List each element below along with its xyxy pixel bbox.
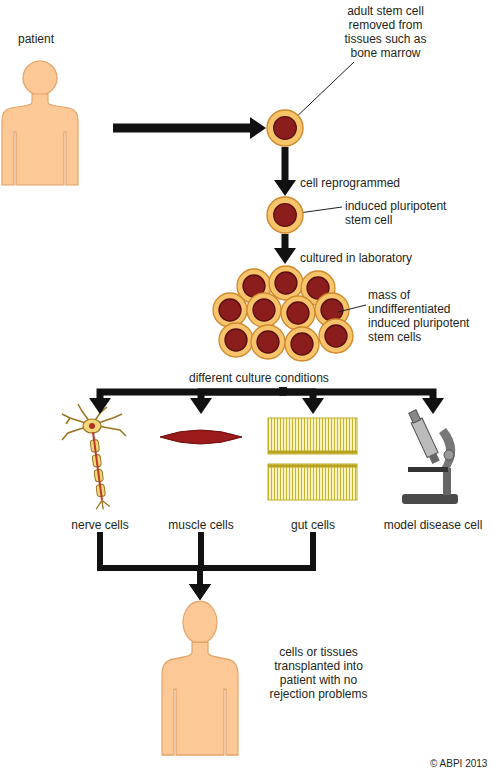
cell-membrane <box>247 293 281 327</box>
node-text: mass of undifferentiated induced pluripo… <box>368 288 490 344</box>
eyepiece <box>409 410 421 423</box>
cell-nucleus <box>219 299 241 321</box>
patient-illustration <box>162 601 238 755</box>
microscope-arm <box>439 428 455 472</box>
cell-nucleus <box>225 329 247 351</box>
flow-arrow <box>200 532 201 584</box>
dendrite <box>66 418 70 424</box>
cell <box>281 296 315 330</box>
microscope-pillar <box>443 468 451 495</box>
patient-illustration <box>2 61 78 185</box>
stem-cell: adult stem cell removed from tissues suc… <box>266 109 304 147</box>
tube-body <box>411 418 438 458</box>
muscle-cell-illustration <box>160 430 242 444</box>
flow-arrow <box>282 234 289 248</box>
nerve-cell-illustration <box>62 404 126 510</box>
edge-label: cell reprogrammed <box>300 176 400 190</box>
cell-nucleus <box>253 299 275 321</box>
microscope-base <box>402 494 458 504</box>
node-text: nerve cells <box>40 518 160 532</box>
cell-nucleus <box>274 204 297 227</box>
microscope-stage <box>408 467 448 472</box>
cell-nucleus <box>274 117 297 140</box>
nerve-cell-type: nerve cells <box>58 414 142 532</box>
node-text: muscle cells <box>141 518 261 532</box>
gut-border <box>268 465 357 468</box>
cell <box>285 327 319 361</box>
cell-outline <box>266 109 304 147</box>
axon <box>86 431 110 510</box>
leader-line <box>338 305 366 312</box>
node-text: gut cells <box>253 518 373 532</box>
gut-epithelium <box>268 418 357 454</box>
gut-cell-illustration <box>268 418 357 500</box>
cell-nucleus <box>275 272 297 294</box>
axon-terminal <box>95 499 110 510</box>
flow-arrow <box>100 532 200 584</box>
node-text: patient <box>18 32 98 46</box>
cell-nucleus <box>325 325 347 347</box>
cell-nucleus <box>257 331 279 353</box>
gut-cell-type: gut cells <box>266 414 360 532</box>
cell <box>213 293 247 327</box>
cell-nucleus <box>321 299 343 321</box>
node-text: cells or tissues transplanted into patie… <box>256 645 381 701</box>
node-text: adult stem cell removed from tissues suc… <box>338 4 433 60</box>
cell-nucleus <box>287 302 309 324</box>
cell-membrane <box>285 327 319 361</box>
edge-label: cultured in laboratory <box>300 251 412 265</box>
cell-outline <box>266 196 304 234</box>
flow-arrow <box>282 147 289 180</box>
cell <box>269 266 303 300</box>
nerve-nucleus <box>89 423 95 429</box>
cell-membrane <box>267 110 303 146</box>
cell <box>247 293 281 327</box>
cell <box>319 319 353 353</box>
cell-membrane <box>269 266 303 300</box>
cell-body <box>83 419 101 433</box>
cell <box>251 325 285 359</box>
model-disease-cell: model disease cell <box>383 414 483 532</box>
cell-membrane <box>319 319 353 353</box>
focus-knob <box>444 450 454 460</box>
node-text: induced pluripotent stem cell <box>345 199 460 227</box>
cell <box>219 323 253 357</box>
objective <box>429 453 440 464</box>
copyright-label: © ABPI 2013 <box>430 757 487 771</box>
cell-mass: mass of undifferentiated induced pluripo… <box>211 264 355 368</box>
cell-membrane <box>213 293 247 327</box>
node-text: model disease cell <box>373 518 493 532</box>
stage-label: different culture conditions <box>185 368 333 387</box>
flow-arrow <box>113 124 250 133</box>
axon-line <box>93 432 102 500</box>
gut-epithelium <box>268 464 357 500</box>
cell-nucleus <box>291 333 313 355</box>
cell-membrane <box>251 325 285 359</box>
microscope-tube <box>407 409 442 465</box>
cell-membrane <box>281 296 315 330</box>
induced-stem-cell: induced pluripotent stem cell <box>266 196 304 234</box>
cell-membrane <box>219 323 253 357</box>
patient-figure: cells or tissues transplanted into patie… <box>158 600 408 760</box>
cell-mass-illustration <box>213 266 353 361</box>
patient-figure: patient <box>0 28 113 188</box>
gut-border <box>268 451 357 454</box>
muscle-cell-type: muscle cells <box>160 414 242 532</box>
dendrite <box>100 407 107 413</box>
leader-line <box>290 62 354 123</box>
flow-arrow <box>200 532 313 584</box>
microscope-illustration <box>402 409 458 504</box>
cell-membrane <box>267 197 303 233</box>
